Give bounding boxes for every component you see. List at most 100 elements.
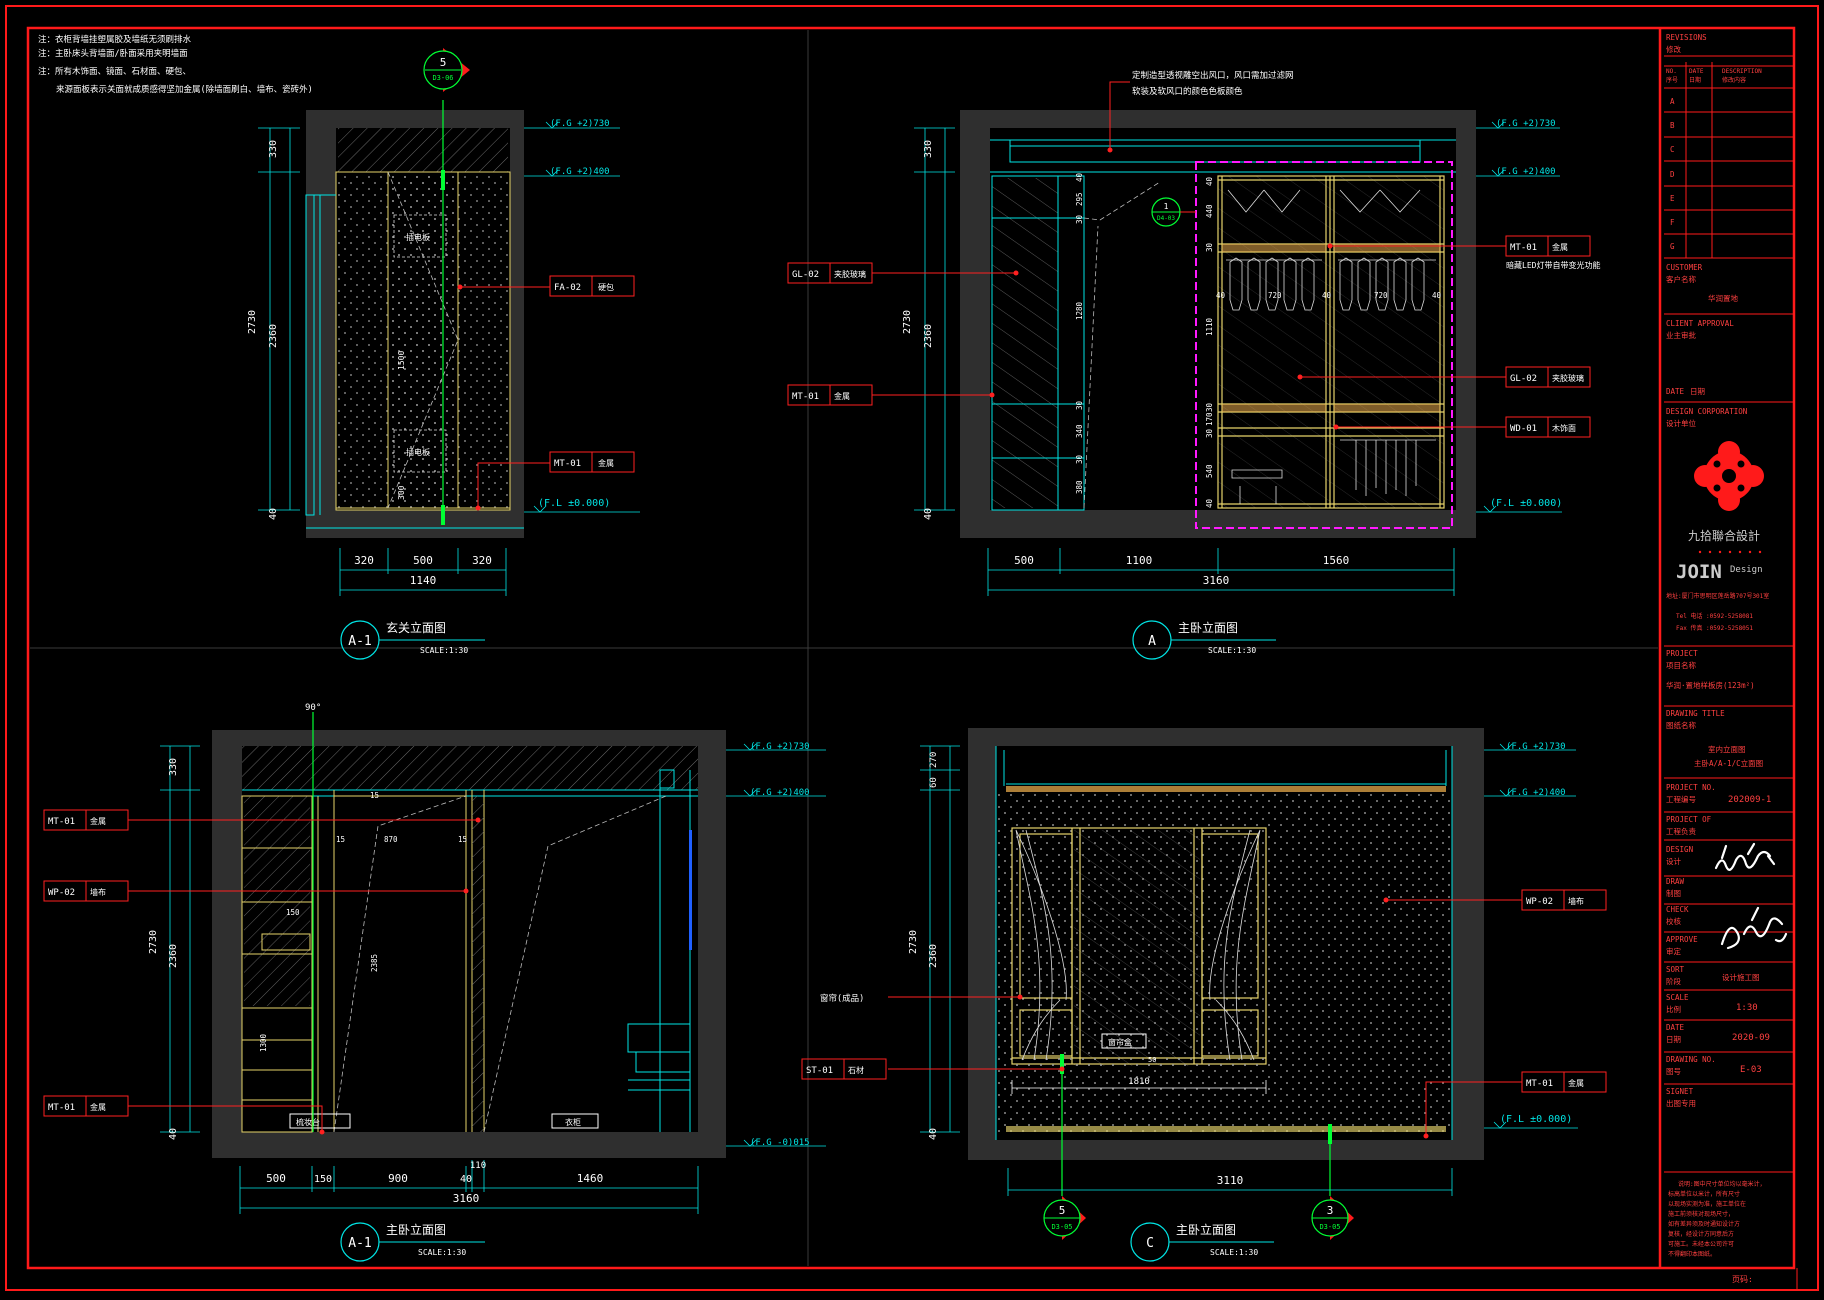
view-bedroom-elevation-a: 40 295 30 1280 30 340 30 380 [787, 70, 1600, 660]
tb-fax: Fax 传真 :0592-5258051 [1676, 624, 1753, 632]
tb-value: 设计施工图 [1722, 972, 1760, 982]
view-scale: SCALE:1:30 [420, 646, 468, 655]
level-label: (F.G +2)730 [1496, 119, 1556, 129]
inner-dim: 1300 [259, 1033, 268, 1052]
level-label: (F.L ±0.000) [538, 498, 610, 509]
general-notes: 注：衣柜背墙挂塑属胶及墙纸无须刷排水 注：主卧床头背墙面/卧面采用夹明墙面 注：… [38, 34, 313, 95]
material-name: 窗帘(成品) [820, 993, 864, 1004]
tb-label: DATE [1666, 387, 1685, 396]
level-label: (F.G +2)730 [1506, 742, 1566, 752]
dim-total: 3160 [1203, 574, 1230, 587]
material-name: 金属 [90, 1102, 106, 1112]
dim-bottom: 500 [1014, 554, 1034, 567]
tb-label: PROJECT NO. [1666, 783, 1716, 792]
inner-dim: 1280 [1075, 301, 1084, 320]
wardrobe-dim: 40 [1432, 291, 1442, 300]
material-code: ST-01 [806, 1066, 833, 1076]
dim-bottom: 1460 [577, 1172, 604, 1185]
view-bedroom-elevation-c: 窗帘盒 50 1810 5 D3-05 3 D3-05 [801, 728, 1607, 1262]
dim-bottom: 320 [472, 554, 492, 567]
view-scale: SCALE:1:30 [1208, 646, 1256, 655]
tb-label: 修改内容 [1722, 76, 1746, 84]
inner-dim: 1810 [1128, 1077, 1150, 1087]
tb-note: 可施工。未经本公司许可 [1668, 1240, 1734, 1248]
level-label: (F.G +2)400 [1496, 167, 1556, 177]
view-title-text: 主卧立面图 [1178, 620, 1238, 635]
view-scale: SCALE:1:30 [1210, 1248, 1258, 1257]
tb-label: 项目名称 [1666, 660, 1696, 670]
tb-label: DESCRIPTION [1722, 68, 1762, 75]
furniture-label: 梳妆台 [296, 1117, 320, 1127]
logo-en: JOIN [1676, 561, 1722, 583]
rev-row: E [1670, 194, 1675, 203]
inner-dim: 50 [1148, 1056, 1156, 1064]
dim-left: 2730 [148, 930, 159, 954]
tb-label: NO. [1666, 68, 1677, 75]
view-code: C [1146, 1236, 1154, 1251]
logo-cn: 九拾聯合設計 [1688, 528, 1760, 543]
dim-bottom: 500 [413, 554, 433, 567]
inner-dim: 15 [458, 835, 467, 844]
dim-total: 3160 [453, 1192, 480, 1205]
dim-left: 60 [929, 777, 939, 788]
tb-label: REVISIONS [1666, 33, 1707, 42]
view-title: A 主卧立面图 SCALE:1:30 [1132, 620, 1276, 660]
dim-left: 2730 [908, 930, 919, 954]
dim-left: 330 [923, 140, 934, 158]
inner-dim: 295 [1075, 192, 1084, 206]
section-ref: D4-03 [1157, 215, 1175, 222]
tb-label: 设计单位 [1666, 418, 1696, 428]
tb-value: 1:30 [1736, 1003, 1758, 1013]
dim-bottom: 320 [354, 554, 374, 567]
material-code: GL-02 [792, 270, 819, 280]
tb-label: 客户名称 [1666, 274, 1696, 284]
tb-value: 202009-1 [1728, 795, 1771, 805]
tb-value: 华润·置地样板房(123m²) [1666, 680, 1755, 690]
tb-value: 主卧A/A-1/C立面图 [1694, 758, 1763, 768]
wardrobe-dim: 40 [1205, 498, 1214, 508]
dim-left: 2360 [928, 944, 939, 968]
view-bedroom-elevation-a1: 梳妆台 衣柜 870 15 15 15 150 2385 1300 90° (F… [43, 703, 826, 1262]
tb-value: 室内立面图 [1708, 744, 1746, 754]
wardrobe-dim: 30 [1205, 402, 1214, 412]
view-scale: SCALE:1:30 [418, 1248, 466, 1257]
dim-left: 330 [268, 140, 279, 158]
section-number: 1 [1164, 202, 1169, 211]
dim-bottom: 40 [460, 1174, 472, 1185]
inner-dim: 30 [1075, 214, 1084, 224]
rev-row: D [1670, 170, 1675, 179]
tb-label: CHECK [1666, 905, 1689, 914]
outlet-label: 插电板 [406, 232, 430, 242]
view-title-text: 玄关立面图 [386, 620, 446, 635]
page-number: 页码: [1732, 1275, 1753, 1284]
inner-dim: 30 [1075, 454, 1084, 464]
tb-label: 日期 [1666, 1035, 1681, 1044]
material-code: WP-02 [48, 888, 75, 898]
view-entrance-elevation: 插电板 插电板 1500 300 5 D3-06 (F.G +2)730 (F.… [247, 48, 640, 660]
company-logo: 九拾聯合設計 JOIN Design [1676, 441, 1764, 583]
tb-label: CLIENT APPROVAL [1666, 319, 1734, 328]
tb-label: 制图 [1666, 888, 1681, 898]
material-code: MT-01 [48, 1103, 75, 1113]
tb-label: 日期 [1689, 76, 1701, 84]
note-line: 注：所有木饰面、镜面、石材面、硬包、 [38, 66, 191, 77]
tb-address: 地址:厦门市思明区莲岳路707号301室 [1666, 592, 1769, 600]
inner-dim: 15 [370, 791, 379, 800]
view-title: A-1 主卧立面图 SCALE:1:30 [340, 1222, 485, 1262]
material-name: 金属 [1568, 1078, 1584, 1088]
level-label: (F.L ±0.000) [1500, 1114, 1572, 1125]
inner-dim: 15 [336, 835, 345, 844]
tb-label: 比例 [1666, 1004, 1681, 1014]
dim-total: 3110 [1217, 1174, 1244, 1187]
tb-value: 2020-09 [1732, 1033, 1770, 1043]
wardrobe [1217, 175, 1445, 509]
wardrobe-dim: 720 [1268, 291, 1282, 300]
material-name: 金属 [598, 458, 614, 468]
rev-row: C [1670, 145, 1675, 154]
sheet-frame [5, 5, 1819, 1291]
tb-label: 工程负责 [1666, 826, 1696, 836]
section-marker: 5 D3-06 [423, 48, 470, 92]
inner-dim: 340 [1075, 424, 1084, 438]
tb-label: 阶段 [1666, 976, 1682, 986]
level-label: (F.G +2)400 [750, 788, 810, 798]
